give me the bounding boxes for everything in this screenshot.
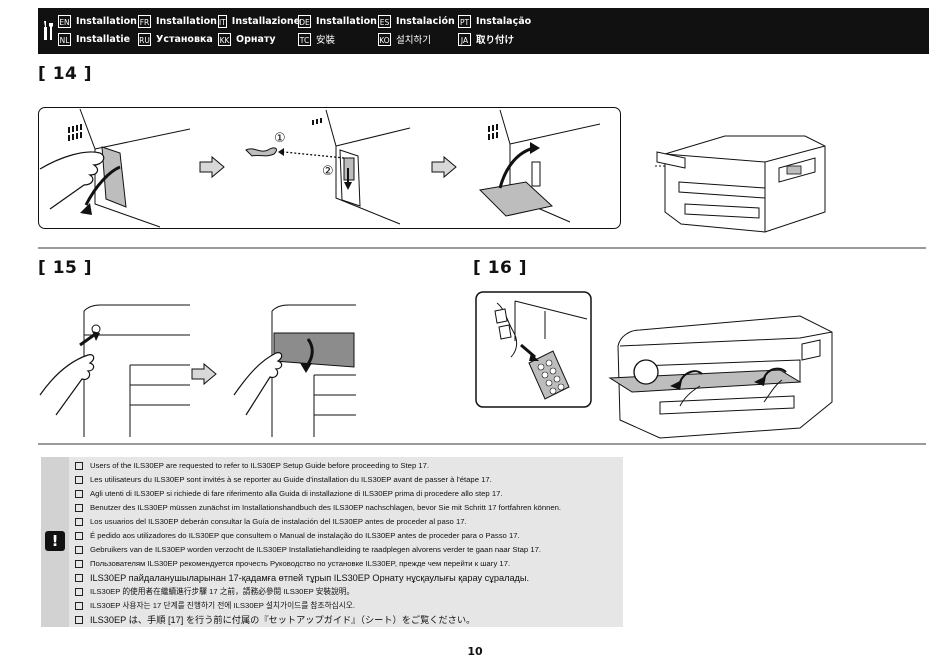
notice-item-tc: ILS30EP 的使用者在繼續進行步驟 17 之前，請務必參閱 ILS30EP … — [75, 585, 620, 599]
checkbox-bullet-icon — [75, 532, 83, 540]
notice-list: Users of the ILS30EP are requested to re… — [75, 459, 620, 627]
checkbox-bullet-icon — [75, 546, 83, 554]
notice-item-fr: Les utilisateurs du ILS30EP sont invités… — [75, 473, 620, 487]
step-16-detail-frame — [475, 291, 592, 408]
checkbox-bullet-icon — [75, 476, 83, 484]
notice-item-ru: Пользователям ILS30EP рекомендуется проч… — [75, 557, 620, 571]
callout-two: ② — [322, 164, 335, 179]
step-14-close-cover-illustration — [478, 109, 601, 223]
checkbox-bullet-icon — [75, 588, 83, 596]
section-divider — [38, 443, 926, 445]
checkbox-bullet-icon — [75, 616, 83, 624]
notice-item-it: Agli utenti di ILS30EP si richiede di fa… — [75, 487, 620, 501]
printer-overview-illustration — [655, 135, 826, 233]
next-arrow-icon — [191, 362, 217, 386]
next-arrow-icon — [431, 155, 457, 179]
notice-item-ja: ILS30EP は、手順 [17] を行う前に付属の『セットアップガイド』（シー… — [75, 613, 620, 627]
notice-item-ko: ILS30EP 사용자는 17 단계를 진행하기 전에 ILS30EP 설치가이… — [75, 599, 620, 613]
step-15-open-front-cover-illustration — [233, 304, 356, 437]
step-16-label: [ 16 ] — [473, 258, 528, 278]
checkbox-bullet-icon — [75, 602, 83, 610]
notice-icon-column: ! — [41, 457, 69, 627]
checkbox-bullet-icon — [75, 560, 83, 568]
step-16-remove-packing-illustration — [608, 315, 833, 439]
notice-item-en: Users of the ILS30EP are requested to re… — [75, 459, 620, 473]
notice-item-nl: Gebruikers van de ILS30EP worden verzoch… — [75, 543, 620, 557]
notice-item-de: Benutzer des ILS30EP müssen zunächst im … — [75, 501, 620, 515]
step-14-open-cover-illustration — [39, 108, 191, 228]
checkbox-bullet-icon — [75, 462, 83, 470]
checkbox-bullet-icon — [75, 504, 83, 512]
step-14-remove-stopper-illustration — [245, 109, 411, 225]
notice-item-kk: ILS30EP пайдаланушыларынан 17-қадамға өт… — [75, 571, 620, 585]
wrench-screwdriver-icon — [44, 21, 53, 40]
next-arrow-icon — [199, 155, 225, 179]
step-15-press-button-illustration — [39, 304, 190, 437]
callout-one: ① — [274, 131, 287, 146]
checkbox-bullet-icon — [75, 518, 83, 526]
step-15-label: [ 15 ] — [38, 258, 93, 278]
checkbox-bullet-icon — [75, 490, 83, 498]
important-icon: ! — [45, 531, 65, 551]
notice-item-es: Los usuarios del ILS30EP deberán consult… — [75, 515, 620, 529]
checkbox-bullet-icon — [75, 574, 83, 582]
section-divider — [38, 247, 926, 249]
ils30ep-notice-box: ! Users of the ILS30EP are requested to … — [41, 457, 623, 627]
page-number: 10 — [467, 645, 483, 658]
step-14-label: [ 14 ] — [38, 64, 93, 84]
notice-item-pt: É pedido aos utilizadores do ILS30EP que… — [75, 529, 620, 543]
